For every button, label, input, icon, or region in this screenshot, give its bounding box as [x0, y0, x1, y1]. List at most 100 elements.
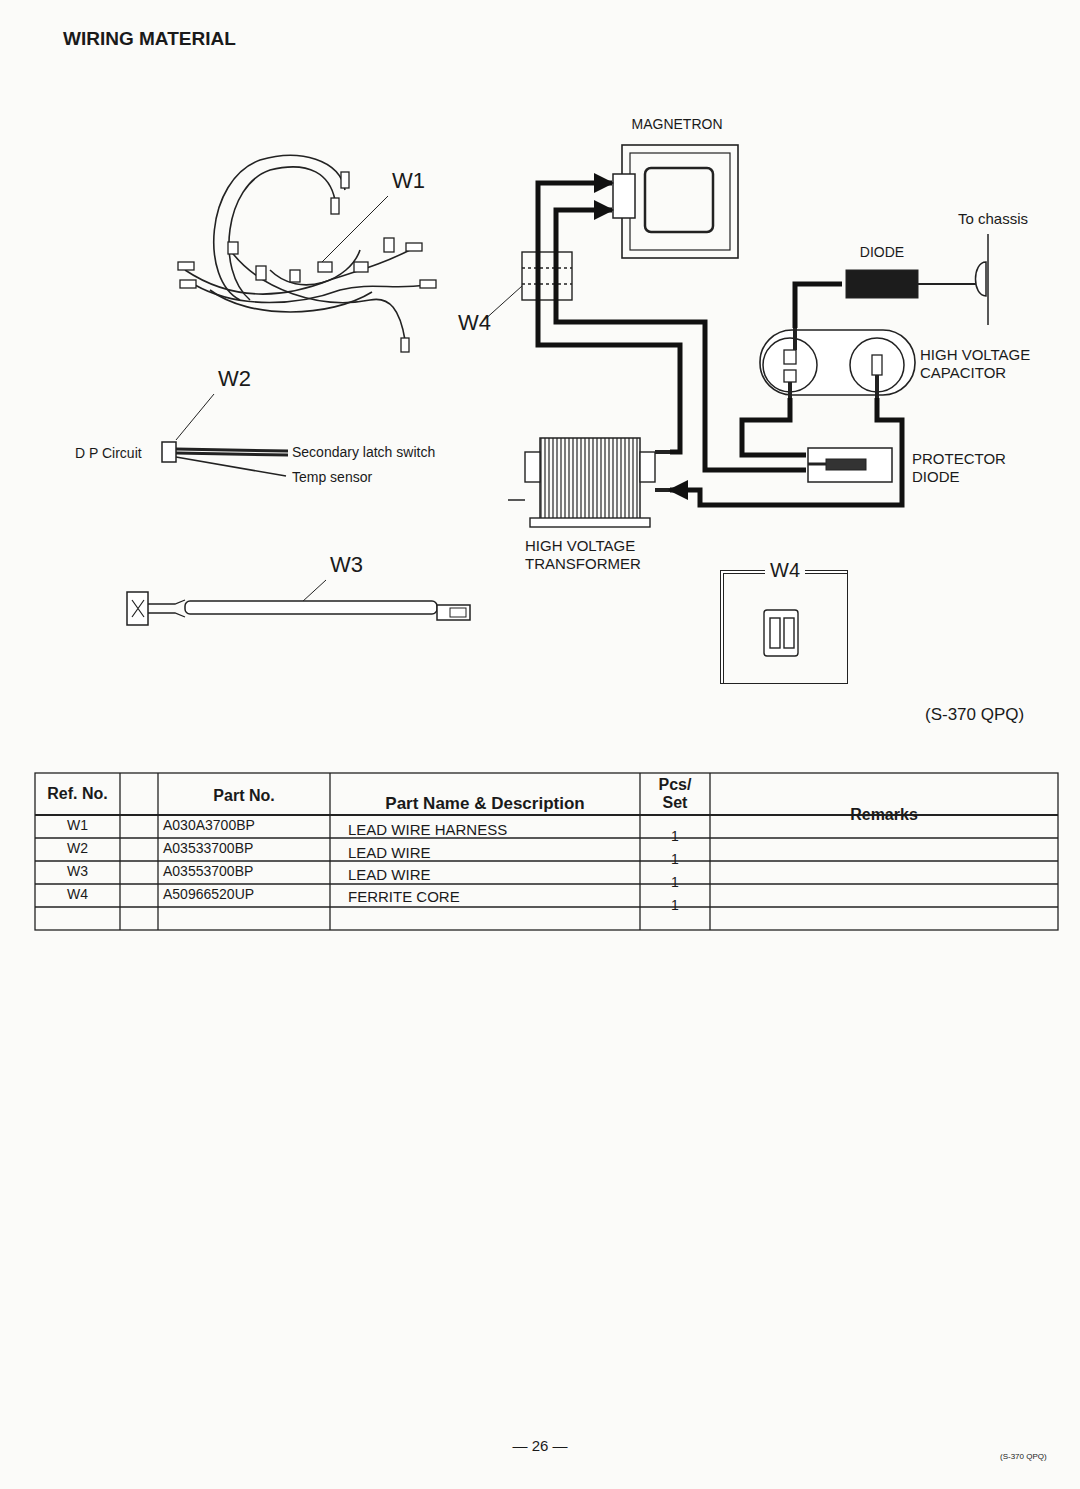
drawing-stroke — [354, 262, 368, 272]
callout-number: W2 — [218, 366, 251, 392]
table-cell: 1 — [640, 874, 710, 891]
callout-number: W1 — [392, 168, 425, 194]
drawing-stroke — [645, 168, 713, 232]
component-label: MAGNETRON — [612, 116, 742, 133]
drawing-stroke — [35, 837, 1058, 838]
hv-wire — [556, 210, 806, 470]
table-cell: W1 — [35, 817, 120, 834]
drawing-stroke — [331, 198, 339, 214]
drawing-stroke — [540, 438, 640, 522]
drawing-stroke — [210, 290, 372, 312]
drawing-stroke — [322, 196, 388, 262]
drawing-stroke — [846, 270, 918, 298]
drawing-stroke — [132, 600, 144, 617]
magnetron-symbol — [613, 145, 738, 258]
drawing-stroke — [640, 452, 655, 482]
drawing-stroke — [180, 280, 196, 288]
drawing-stroke — [35, 906, 1058, 907]
drawing-stroke — [808, 463, 826, 466]
component-label: HIGH VOLTAGE TRANSFORMER — [525, 537, 668, 573]
leader-lines — [176, 196, 522, 602]
table-cell: A03533700BP — [163, 840, 253, 857]
drawing-stroke — [976, 262, 987, 296]
drawing-stroke — [918, 283, 976, 285]
table-cell: LEAD WIRE — [348, 844, 431, 862]
table-cell: Part No. — [158, 786, 330, 805]
drawing-stroke — [420, 280, 436, 288]
high-voltage-capacitor: HIGH VOLTAGE CAPACITOR — [758, 328, 1050, 398]
component-label: DIODE — [842, 244, 922, 261]
drawing-stroke — [35, 860, 1058, 861]
page-title: WIRING MATERIAL — [63, 28, 236, 51]
drawing-stroke — [784, 618, 794, 648]
harness-w1 — [178, 155, 436, 352]
drawing-stroke — [401, 338, 409, 352]
drawing-stroke — [162, 442, 176, 462]
drawing-stroke — [793, 328, 797, 350]
drawing-stroke — [290, 270, 300, 282]
lead-wire-w3 — [127, 592, 470, 625]
model-number: (S-370 QPQ) — [1000, 1452, 1047, 1462]
table-cell: 1 — [640, 897, 710, 914]
drawing-stroke — [987, 234, 989, 325]
table-cell: 1 — [640, 828, 710, 845]
model-number: (S-370 QPQ) — [925, 705, 1024, 725]
drawing-stroke — [437, 605, 470, 620]
drawing-stroke — [35, 883, 1058, 884]
drawing-stroke — [450, 608, 466, 617]
table-cell: LEAD WIRE — [348, 866, 431, 884]
ferrite-core-icon — [764, 610, 798, 656]
component-label: HIGH VOLTAGE CAPACITOR — [920, 346, 1048, 382]
drawing-stroke — [760, 330, 915, 395]
lead-wire-w2 — [162, 442, 288, 476]
magnetron: MAGNETRON — [612, 116, 744, 262]
hv-wire — [742, 398, 806, 455]
drawing-stroke — [341, 172, 349, 188]
drawing-stroke — [522, 267, 572, 268]
drawing-stroke — [148, 600, 185, 617]
component-label: PROTECTOR DIODE — [912, 450, 1034, 486]
drawing-stroke — [176, 449, 288, 451]
transformer-symbol — [508, 438, 670, 527]
drawing-stroke — [229, 167, 335, 300]
table-cell: A03553700BP — [163, 863, 253, 880]
drawing-stroke — [525, 452, 540, 482]
hv-wire — [795, 284, 842, 328]
table-cell: LEAD WIRE HARNESS — [348, 821, 507, 839]
drawing-stroke — [788, 382, 792, 398]
ferrite-core-w4 — [522, 252, 572, 300]
drawing-stroke — [655, 450, 670, 454]
table-cell: Ref. No. — [35, 784, 120, 803]
drawing-stroke — [522, 252, 572, 300]
high-voltage-transformer: HIGH VOLTAGE TRANSFORMER — [520, 432, 670, 578]
drawing-stroke — [508, 499, 525, 501]
drawing-stroke — [318, 262, 332, 272]
drawing-stroke — [826, 459, 866, 470]
table-cell: Part Name & Description — [330, 794, 640, 814]
table-cell: FERRITE CORE — [348, 888, 460, 906]
protector-diode-symbol — [808, 448, 892, 482]
inset-box: W4 — [720, 570, 848, 684]
drawing-stroke — [302, 580, 326, 602]
diode-symbol — [846, 270, 976, 298]
drawing-stroke — [530, 518, 650, 527]
drawing-stroke — [622, 145, 738, 258]
drawing-stroke — [808, 448, 892, 482]
table-cell: Remarks — [710, 805, 1058, 824]
drawing-stroke — [157, 773, 158, 930]
drawing-stroke — [230, 250, 405, 340]
wire-label: Temp sensor — [292, 469, 372, 486]
hv-wire — [670, 398, 902, 505]
drawing-stroke — [119, 773, 120, 930]
drawing-stroke — [256, 266, 266, 280]
drawing-stroke — [329, 773, 330, 930]
drawing-stroke — [784, 350, 796, 364]
table-cell: W2 — [35, 840, 120, 857]
drawing-stroke — [384, 238, 394, 252]
drawing-stroke — [764, 610, 798, 656]
callout-number: W4 — [458, 310, 491, 336]
drawing-stroke — [35, 773, 1058, 930]
drawing-stroke — [770, 618, 780, 648]
drawing-stroke — [228, 242, 238, 254]
capacitor-symbol — [760, 328, 915, 398]
